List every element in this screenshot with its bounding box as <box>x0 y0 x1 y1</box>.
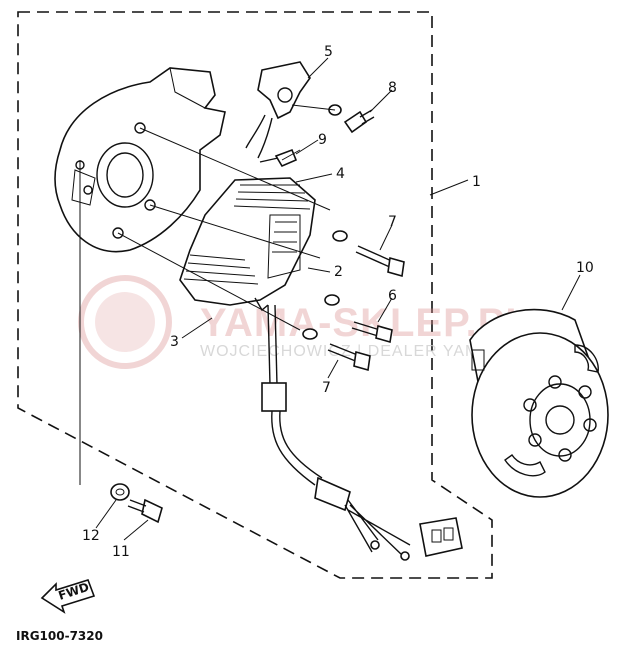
pickup-coil <box>245 61 311 159</box>
callout-11: 11 <box>112 544 130 560</box>
screw-7-upper <box>332 230 405 278</box>
diagram-reference-code: IRG100-7320 <box>16 629 103 643</box>
screw-11 <box>127 498 163 524</box>
screw-7-lower <box>302 328 371 372</box>
callout-5: 5 <box>324 44 333 60</box>
callout-3: 3 <box>170 334 179 350</box>
screw-6 <box>324 294 393 344</box>
callout-7-upper: 7 <box>388 214 397 230</box>
callout-4: 4 <box>336 166 345 182</box>
callout-leaders <box>95 57 581 541</box>
callout-12: 12 <box>82 528 100 544</box>
callout-7-lower: 7 <box>322 380 331 396</box>
wiring-harness <box>261 304 463 561</box>
assembly-guide-lines <box>79 104 336 485</box>
callout-1: 1 <box>472 174 481 190</box>
flywheel-rotor <box>469 308 609 498</box>
callout-9: 9 <box>318 132 327 148</box>
callout-2: 2 <box>334 264 343 280</box>
assembly-boundary <box>17 11 493 579</box>
watermark-logo <box>78 275 172 369</box>
screw-8 <box>328 104 375 134</box>
callout-8: 8 <box>388 80 397 96</box>
coil-assembly <box>179 177 316 312</box>
washer-12 <box>110 483 130 501</box>
callout-10: 10 <box>576 260 594 276</box>
callout-6: 6 <box>388 288 397 304</box>
screw-9 <box>259 148 298 168</box>
forward-arrow-icon: FWD <box>40 579 96 614</box>
stator-base-plate <box>54 67 226 253</box>
